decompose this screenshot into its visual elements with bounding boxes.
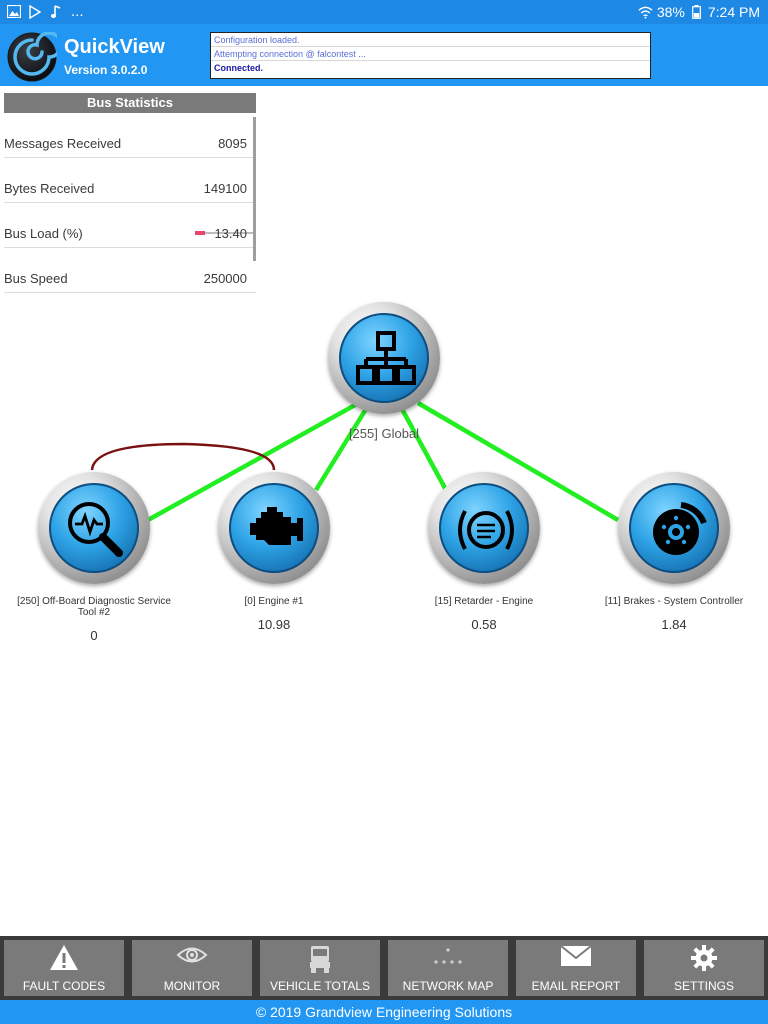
wifi-icon [638,5,653,20]
brake-disc-icon [653,502,707,555]
app-version: Version 3.0.2.0 [64,63,148,77]
node-global[interactable] [328,302,440,414]
gear-icon [691,945,717,971]
bus-statistics-list[interactable]: Messages Received 8095 Bytes Received 14… [4,113,256,293]
monitor-label: MONITOR [163,979,221,993]
truck-icon [310,946,330,973]
log-line: Attempting connection @ falcontest ... [211,47,650,61]
stat-row: Bus Load (%) 13.40 [4,203,256,248]
node-global-label: [255] Global [348,426,420,441]
stat-label: Bytes Received [4,181,95,196]
vehicle-totals-label: VEHICLE TOTALS [269,979,371,993]
connection-log: Configuration loaded. Attempting connect… [210,32,651,79]
stat-value: 149100 [203,181,247,196]
stat-value: 13.40 [214,226,247,241]
bus-statistics-panel: Bus Statistics Messages Received 8095 By… [4,93,256,293]
stat-value: 250000 [203,271,247,286]
engine-icon [250,507,303,545]
quickview-logo-icon [7,31,63,82]
stat-row: Messages Received 8095 [4,113,256,158]
node-brakes[interactable] [618,472,730,584]
stats-scrollbar[interactable] [253,117,256,261]
network-map-label: NETWORK MAP [402,979,494,993]
stat-row: Bytes Received 149100 [4,158,256,203]
bus-load-indicator [195,231,205,235]
log-line: Configuration loaded. [211,33,650,47]
bus-statistics-title: Bus Statistics [4,93,256,113]
node-label: [15] Retarder - Engine [434,596,534,607]
node-value: 0.58 [471,617,497,632]
eye-icon [176,947,208,963]
battery-percent: 38% [656,4,685,20]
network-map-icon [434,948,462,964]
stat-value: 8095 [218,136,247,151]
retarder-icon [458,510,514,550]
vehicle-totals-button[interactable]: VEHICLE TOTALS [260,940,380,996]
music-note-icon [48,4,63,19]
log-line-connected: Connected. [214,63,264,73]
stat-label: Bus Load (%) [4,226,83,241]
fault-codes-button[interactable]: FAULT CODES [4,940,124,996]
settings-button[interactable]: SETTINGS [644,940,764,996]
more-notifications: ... [71,3,84,20]
clock: 7:24 PM [707,4,760,20]
image-icon [6,4,21,19]
node-retarder[interactable] [428,472,540,584]
status-bar: ... 38% 7:24 PM [0,0,768,24]
node-value: 10.98 [257,617,291,632]
node-value: 0 [90,628,98,643]
settings-label: SETTINGS [673,979,734,993]
warning-icon [50,945,78,970]
stat-label: Bus Speed [4,271,68,286]
monitor-button[interactable]: MONITOR [132,940,252,996]
network-hierarchy-icon [356,331,416,385]
stat-row: Bus Speed 250000 [4,248,256,293]
stat-label: Messages Received [4,136,122,151]
footer-copyright: © 2019 Grandview Engineering Solutions [0,1000,768,1024]
node-engine[interactable] [218,472,330,584]
email-report-button[interactable]: EMAIL REPORT [516,940,636,996]
node-label: [0] Engine #1 [244,596,304,607]
app-header: QuickView Version 3.0.2.0 Configuration … [0,24,768,86]
app-title: QuickView [64,36,165,58]
node-diagnostic-tool[interactable] [38,472,150,584]
node-label: [11] Brakes - System Controller [604,596,744,607]
battery-icon [689,5,704,20]
fault-codes-label: FAULT CODES [22,979,106,993]
envelope-icon [560,945,592,966]
peer-link-line [90,442,276,471]
node-label: [250] Off-Board Diagnostic Service Tool … [17,596,171,618]
email-report-label: EMAIL REPORT [531,979,621,993]
network-map-button[interactable]: NETWORK MAP [388,940,508,996]
bottom-toolbar: FAULT CODES MONITOR VEHICLE TOTALS NETWO… [0,936,768,1000]
play-store-icon [27,4,42,19]
bus-load-track [205,232,256,234]
node-value: 1.84 [661,617,687,632]
diagnostic-magnifier-icon [68,502,123,557]
